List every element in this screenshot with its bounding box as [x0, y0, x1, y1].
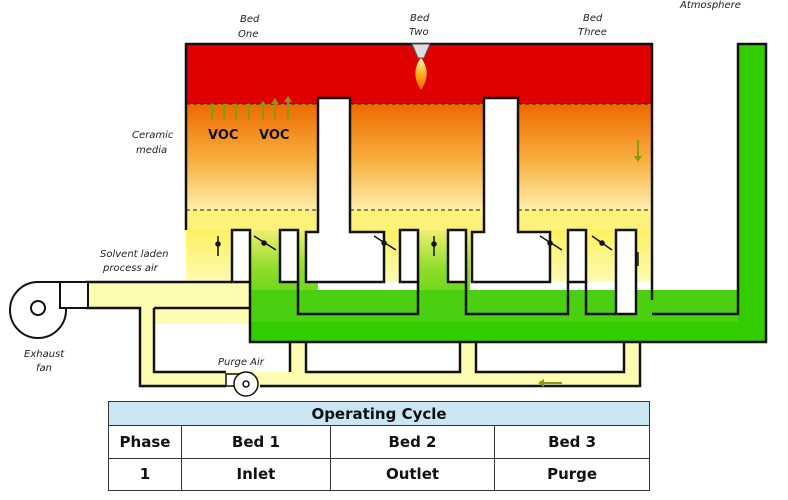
- cell-bed-3: Purge: [494, 457, 650, 492]
- table-title: Operating Cycle: [108, 400, 650, 427]
- ceramic-media-label-line2: media: [136, 145, 167, 156]
- solvent-laden-label-line1: Solvent laden: [100, 249, 169, 260]
- media-bed-three: [518, 104, 652, 230]
- purge-flow-arrow: [538, 379, 562, 387]
- bed-three-label-line2: Three: [578, 27, 607, 38]
- header-bed-3: Bed 3: [494, 425, 650, 459]
- atmosphere-label: Atmosphere: [679, 0, 741, 11]
- voc-down-arrow: [634, 140, 642, 162]
- cell-phase: 1: [108, 457, 182, 492]
- voc-up-arrows: [208, 96, 292, 120]
- purge-air-label: Purge Air: [218, 357, 265, 368]
- inlet-duct: [60, 282, 640, 388]
- header-bed-2: Bed 2: [329, 425, 496, 459]
- ceramic-media-label-line1: Ceramic: [132, 130, 174, 141]
- media-bed-one: [186, 104, 318, 230]
- burner: [411, 43, 431, 90]
- header-bed-1: Bed 1: [181, 425, 331, 459]
- voc-label-2: VOC: [259, 128, 289, 143]
- operating-cycle-table: Operating Cycle Phase Bed 1 Bed 2 Bed 3 …: [108, 400, 650, 492]
- bed-two-label-line1: Bed: [410, 13, 430, 24]
- bed-three-label-line1: Bed: [583, 13, 603, 24]
- outlet-duct: [250, 44, 766, 342]
- table-header-row: Phase Bed 1 Bed 2 Bed 3: [108, 425, 650, 459]
- exhaust-fan-label-line1: Exhaust: [24, 349, 65, 360]
- purge-fan: [225, 371, 259, 397]
- table-row: 1 Inlet Outlet Purge: [108, 457, 650, 492]
- cell-bed-1: Inlet: [181, 457, 331, 492]
- cell-bed-2: Outlet: [329, 457, 496, 492]
- voc-label-1: VOC: [208, 128, 238, 143]
- exhaust-fan: [9, 281, 89, 339]
- exhaust-fan-label-line2: fan: [36, 363, 52, 374]
- bed-one-label-line2: One: [238, 29, 258, 40]
- header-phase: Phase: [108, 425, 182, 459]
- media-bed-two: [350, 104, 484, 230]
- bed-two-label-line2: Two: [409, 27, 429, 38]
- solvent-laden-label-line2: process air: [102, 263, 159, 274]
- bed-one-label-line1: Bed: [240, 14, 260, 25]
